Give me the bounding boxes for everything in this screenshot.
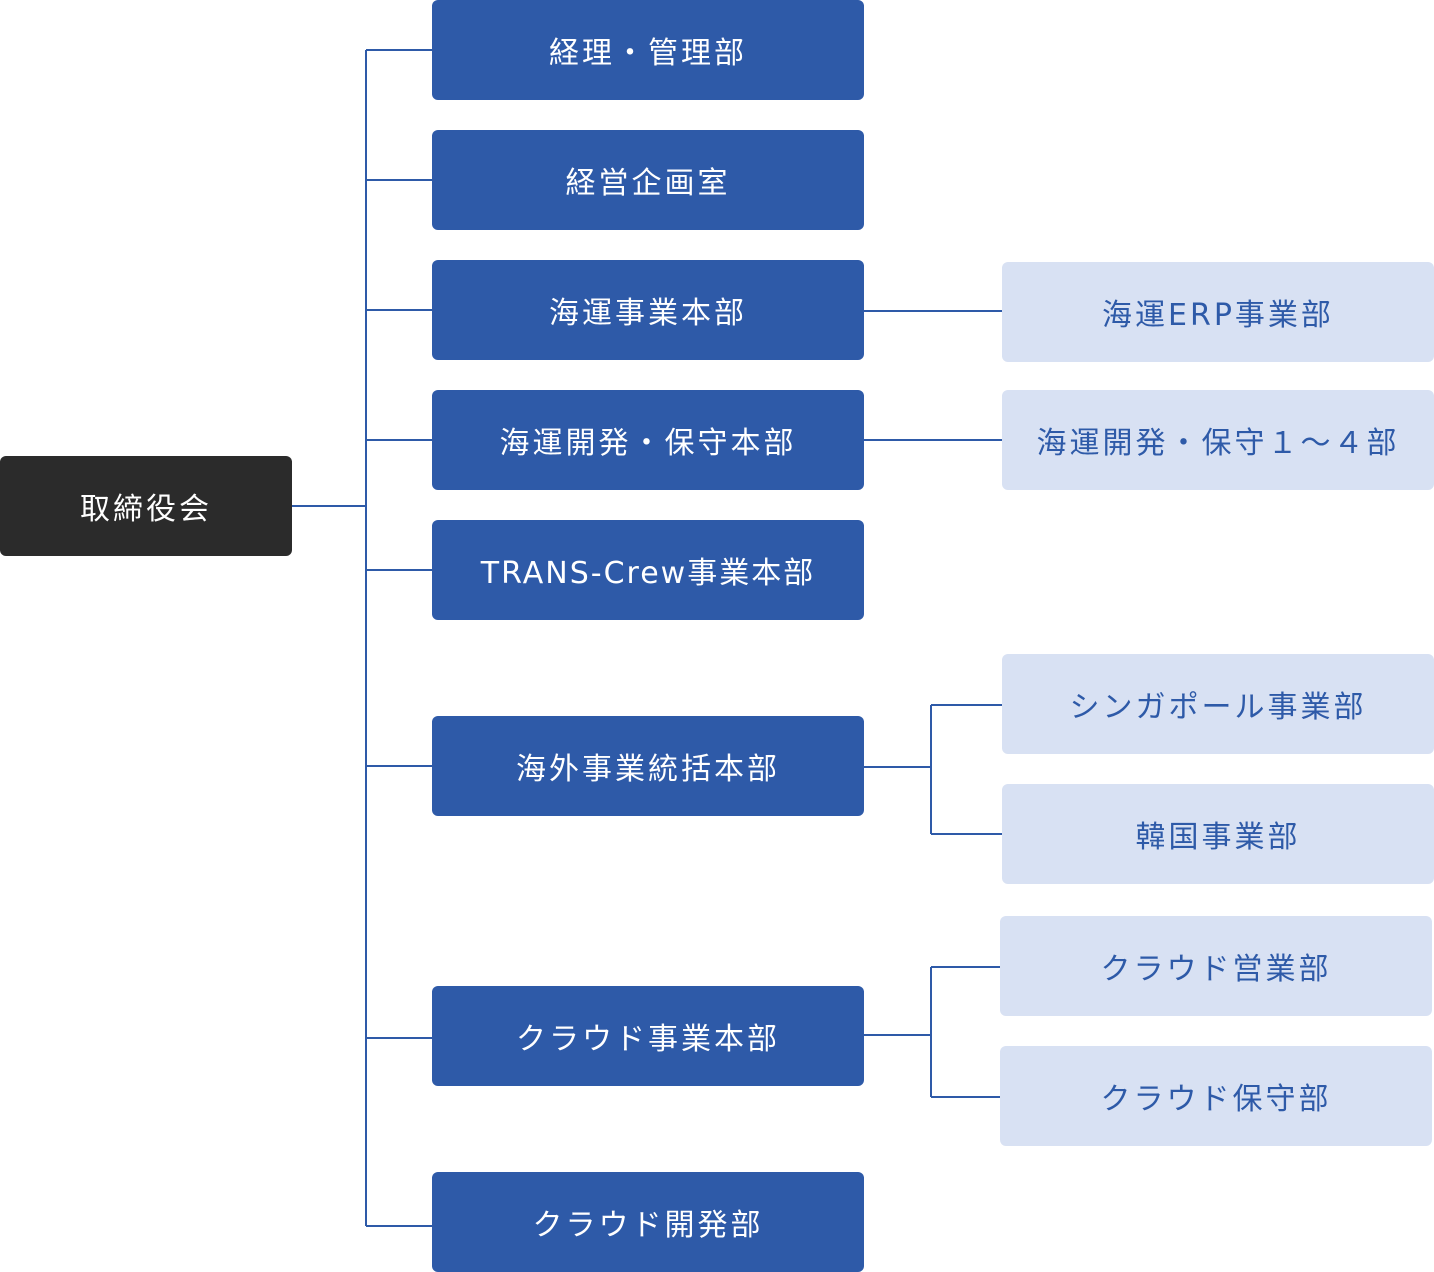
division-label: 経理・管理部 [549,36,747,71]
division-label: 経営企画室 [565,166,731,201]
division-box-cloud: クラウド事業本部 [432,986,864,1086]
department-box-cloud-sales: クラウド営業部 [1000,916,1432,1016]
division-box-shipping: 海運事業本部 [432,260,864,360]
division-label: 海外事業統括本部 [516,752,780,787]
department-label: 海運ERP事業部 [1102,298,1334,333]
department-label: クラウド保守部 [1100,1082,1332,1117]
division-label: クラウド事業本部 [516,1022,780,1057]
department-label: 韓国事業部 [1135,820,1301,855]
department-label: クラウド営業部 [1100,952,1332,987]
division-box-cloud-dev: クラウド開発部 [432,1172,864,1272]
department-box-shipping-dev-1-4: 海運開発・保守１～４部 [1002,390,1434,490]
division-label: 海運開発・保守本部 [499,426,797,461]
division-label: クラウド開発部 [532,1208,764,1243]
department-box-singapore: シンガポール事業部 [1002,654,1434,754]
division-box-overseas: 海外事業統括本部 [432,716,864,816]
division-box-corporate-planning: 経営企画室 [432,130,864,230]
department-label: 海運開発・保守１～４部 [1036,426,1400,461]
department-label: シンガポール事業部 [1069,690,1367,725]
division-label: 海運事業本部 [549,296,747,331]
department-box-cloud-maintenance: クラウド保守部 [1000,1046,1432,1146]
division-box-shipping-dev: 海運開発・保守本部 [432,390,864,490]
board-of-directors-label: 取締役会 [80,492,212,527]
board-of-directors-box: 取締役会 [0,456,292,556]
division-label: TRANS-Crew事業本部 [480,556,816,591]
division-box-accounting: 経理・管理部 [432,0,864,100]
department-box-korea: 韓国事業部 [1002,784,1434,884]
division-box-trans-crew: TRANS-Crew事業本部 [432,520,864,620]
department-box-shipping-erp: 海運ERP事業部 [1002,262,1434,362]
